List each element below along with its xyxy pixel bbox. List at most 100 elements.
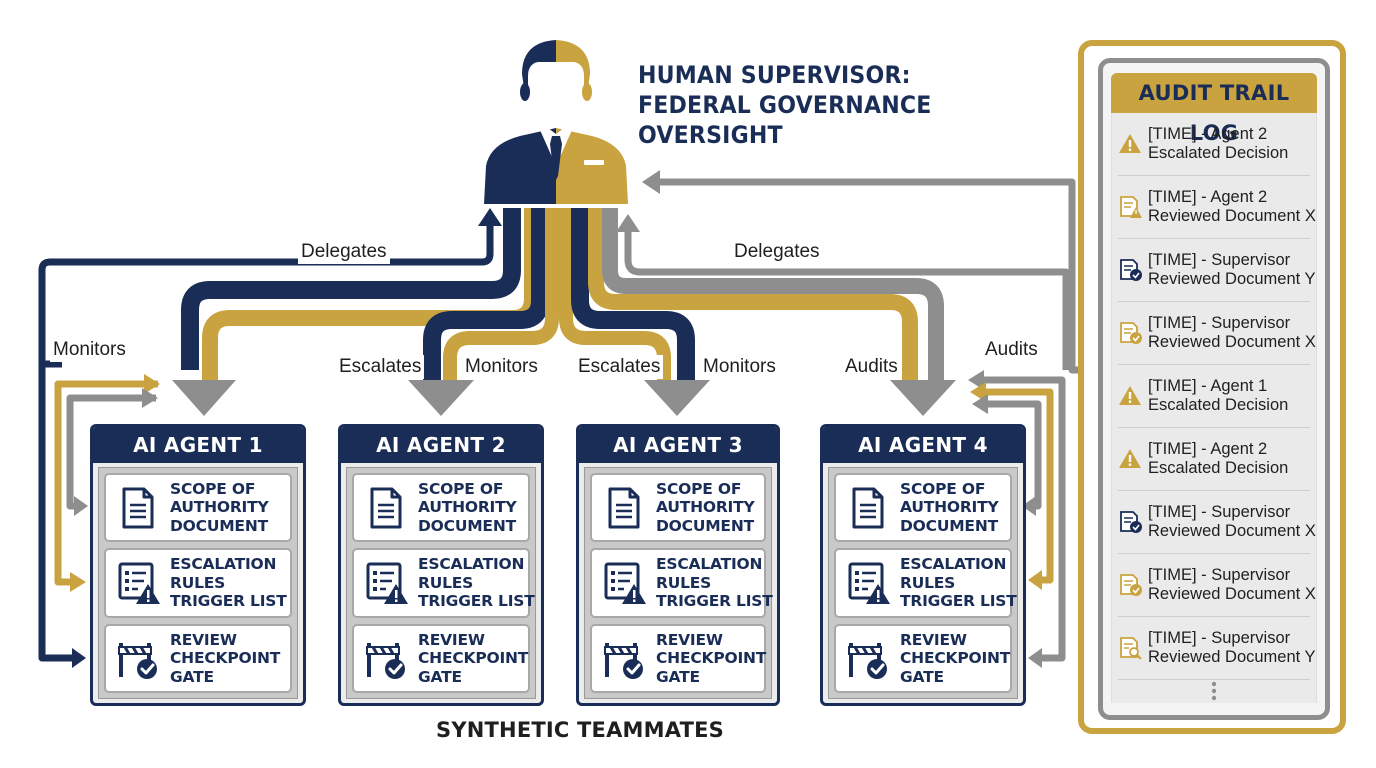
audit-log-entry-action: Reviewed Document Y — [1148, 648, 1316, 666]
document-warning-icon — [1118, 195, 1142, 219]
document-icon — [364, 485, 408, 531]
artifact-label-line: RULES — [418, 573, 474, 592]
checklist-warning-icon — [602, 560, 646, 606]
supervisor-title-line-3: OVERSIGHT — [638, 121, 783, 149]
artifact-label-line: SCOPE OF — [900, 479, 986, 498]
audit-log-entry-actor: [TIME] - Supervisor — [1148, 566, 1291, 584]
artifact-label-line: ESCALATION — [900, 555, 1007, 574]
audit-log-entry-action: Escalated Decision — [1148, 144, 1289, 162]
agent-name: AI AGENT 1 — [93, 427, 303, 463]
artifact-label-line: AUTHORITY — [900, 498, 999, 517]
artifact-label-line: AUTHORITY — [656, 498, 755, 517]
artifact-label-line: GATE — [418, 667, 462, 686]
artifact-label-line: DOCUMENT — [900, 516, 998, 535]
supervisor-to-agent1-navy — [181, 208, 521, 370]
audit-log-entry-actor: [TIME] - Agent 2 — [1148, 440, 1268, 458]
audit-log-entry-actor: [TIME] - Agent 1 — [1148, 377, 1268, 395]
audits-agent4-label: Audits — [842, 355, 901, 379]
document-icon — [846, 485, 890, 531]
monitors-agent2-label: Monitors — [462, 355, 541, 379]
document-check-gold-icon — [1118, 321, 1142, 345]
audits-log-label: Audits — [982, 338, 1041, 362]
warning-icon — [1118, 132, 1142, 156]
gate-checkpoint-icon — [116, 635, 160, 681]
audit-log-entry-actor: [TIME] - Supervisor — [1148, 251, 1291, 269]
supervisor-title-line-1: HUMAN SUPERVISOR: — [638, 61, 911, 89]
checklist-warning-icon — [116, 560, 160, 606]
artifact-label-line: TRIGGER LIST — [900, 592, 1017, 611]
checklist-warning-icon — [846, 560, 890, 606]
document-icon — [116, 485, 160, 531]
artifact-label-line: REVIEW — [656, 630, 723, 649]
artifact-label-line: SCOPE OF — [656, 479, 742, 498]
artifact-label-line: ESCALATION — [418, 555, 525, 574]
agent-name: AI AGENT 4 — [823, 427, 1023, 463]
gate-checkpoint-icon — [846, 635, 890, 681]
audit-log-entry-action: Reviewed Document Y — [1148, 270, 1316, 288]
supervisor-title: HUMAN SUPERVISOR: FEDERAL GOVERNANCE OVE… — [638, 60, 968, 150]
delegates-right-arrow — [624, 228, 1070, 370]
audit-log-entry-actor: [TIME] - Agent 2 — [1148, 125, 1268, 143]
artifact-label-line: TRIGGER LIST — [656, 592, 773, 611]
warning-icon — [1118, 384, 1142, 408]
gate-checkpoint-icon — [364, 635, 408, 681]
artifact-label-line: AUTHORITY — [170, 498, 269, 517]
document-check-gold-icon — [1118, 573, 1142, 597]
more-vertical-icon[interactable] — [1118, 680, 1310, 702]
audit-log-entry-actor: [TIME] - Supervisor — [1148, 314, 1291, 332]
delegates-left-label: Delegates — [298, 240, 390, 264]
artifact-label-line: DOCUMENT — [170, 516, 268, 535]
checklist-warning-icon — [364, 560, 408, 606]
artifact-label-line: TRIGGER LIST — [418, 592, 535, 611]
escalates-agent3-label: Escalates — [575, 355, 664, 379]
audit-to-supervisor-arrow — [658, 178, 1078, 374]
document-search-icon — [1118, 636, 1142, 660]
artifact-label-line: ESCALATION — [656, 555, 763, 574]
warning-icon — [1118, 447, 1142, 471]
artifact-label-line: TRIGGER LIST — [170, 592, 287, 611]
artifact-label-line: CHECKPOINT — [170, 649, 281, 668]
audit-log-entry-action: Escalated Decision — [1148, 459, 1289, 477]
artifact-label-line: RULES — [170, 573, 226, 592]
artifact-label-line: ESCALATION — [170, 555, 277, 574]
artifact-label-line: GATE — [900, 667, 944, 686]
monitors-left-label: Monitors — [50, 338, 129, 362]
audit-log-entry-actor: [TIME] - Agent 2 — [1148, 188, 1268, 206]
